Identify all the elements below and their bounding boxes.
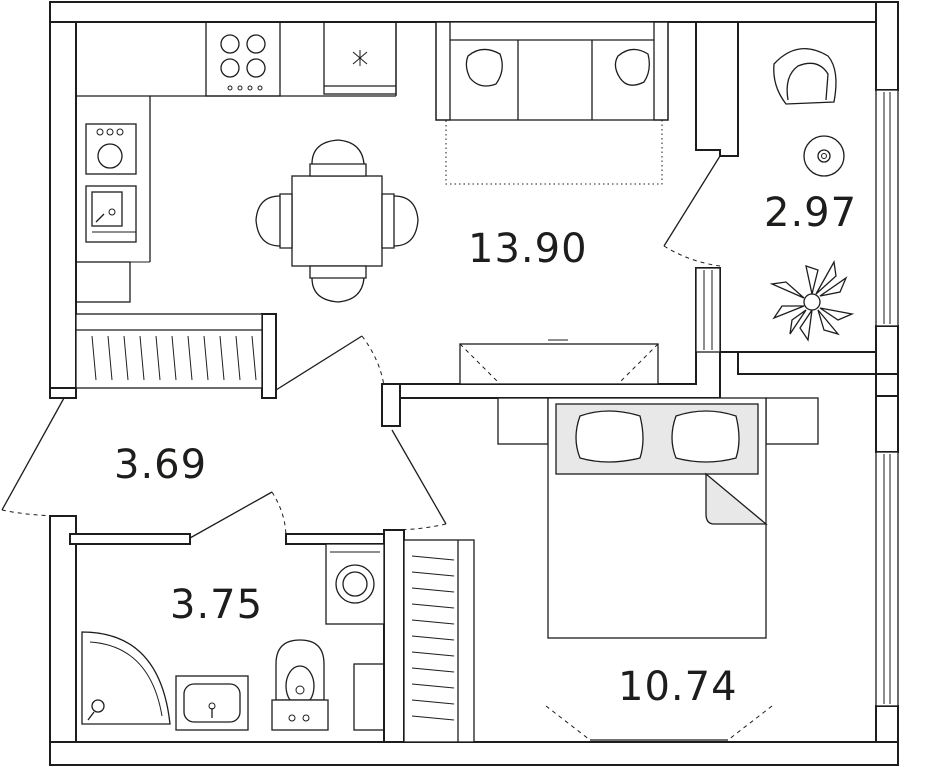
nightstand-right — [765, 397, 819, 445]
wall-balcony-bottom — [875, 325, 899, 375]
wall-hall-top-right — [381, 383, 401, 427]
chair-right — [381, 193, 419, 249]
stove-icon — [205, 21, 281, 97]
doors — [1, 155, 721, 539]
kitchen-sink-icon — [85, 185, 137, 243]
hallway-area-label: 3.69 — [114, 442, 207, 488]
wall-left-lower — [49, 515, 77, 766]
cooktop-side-icon — [85, 123, 137, 175]
side-table-icon — [803, 135, 845, 177]
tv-bedroom — [545, 705, 773, 741]
wardrobe-living — [75, 313, 263, 389]
door-entrance — [1, 397, 67, 517]
wall-bottom — [49, 741, 899, 766]
walls — [49, 1, 899, 766]
wall-balcony-right-top — [875, 1, 899, 91]
wall-left-upper — [49, 21, 77, 399]
shower-icon — [81, 631, 171, 725]
wall-hall-top-mid — [261, 313, 277, 399]
bedroom-area-label: 10.74 — [618, 664, 738, 710]
wall-bath-bedroom — [383, 529, 405, 743]
sofa — [435, 21, 669, 121]
washing-machine-icon — [325, 543, 385, 625]
double-bed — [547, 397, 768, 639]
chair-bottom — [309, 265, 367, 303]
bathroom-area-label: 3.75 — [170, 582, 263, 628]
wall-bath-top-right — [285, 533, 401, 545]
kitchen-cabinet — [75, 261, 131, 303]
bathroom-sink-icon — [175, 675, 249, 731]
nightstand-left — [497, 397, 549, 445]
fridge-icon — [323, 21, 397, 95]
window-balcony — [875, 89, 899, 327]
toilet-icon — [271, 639, 329, 731]
chair-top — [309, 139, 367, 177]
area-labels: 13.90 2.97 3.69 3.75 10.74 — [114, 190, 857, 710]
living-area-label: 13.90 — [468, 226, 588, 272]
wardrobe-bedroom — [403, 539, 475, 743]
door-balcony — [663, 155, 721, 267]
wall-bath-top — [69, 533, 191, 545]
windows — [695, 89, 899, 707]
balcony-area-label: 2.97 — [764, 190, 857, 236]
rug — [445, 119, 663, 185]
plant-icon — [769, 260, 855, 342]
dining-table — [255, 139, 419, 303]
tv-stand — [459, 339, 659, 385]
wall-hall-top-left — [49, 387, 77, 399]
door-bathroom — [189, 491, 287, 539]
window-bedroom — [875, 451, 899, 707]
wall-bedroom-right — [875, 395, 899, 453]
wall-living-balcony — [695, 21, 739, 157]
bathroom-cabinet — [353, 663, 385, 731]
door-bedroom — [389, 429, 447, 531]
window-balcony-door — [695, 267, 721, 353]
armchair-icon — [773, 48, 837, 105]
chair-left — [255, 193, 293, 249]
door-living — [275, 335, 385, 391]
